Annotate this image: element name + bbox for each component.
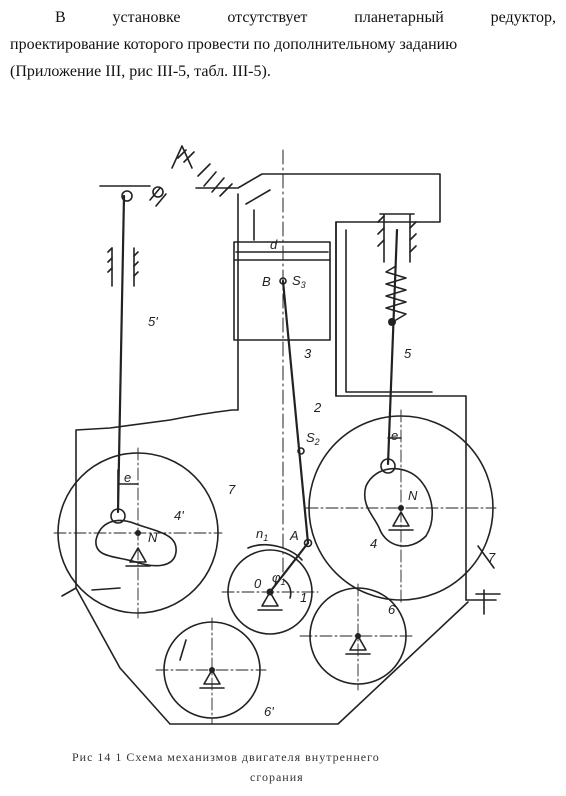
cam-follower-left — [110, 508, 126, 524]
housing-inner — [253, 209, 433, 397]
connecting-rod — [281, 279, 310, 545]
label-phi: φ1 — [272, 570, 286, 587]
crank — [268, 541, 310, 594]
center-dots — [135, 318, 404, 673]
housing-frame — [75, 173, 469, 725]
word: В — [55, 9, 66, 26]
label-4: 4 — [370, 536, 377, 551]
leader-7-right — [477, 545, 495, 569]
figure-caption-line1: Рис 14 1 Схема механизмов двигателя внут… — [72, 750, 380, 764]
valve-guide-left-hatch — [107, 247, 139, 277]
offset-e-left — [117, 469, 139, 501]
label-n1: n1 — [256, 526, 268, 543]
word: редуктор, — [490, 9, 556, 26]
label-6: 6 — [388, 602, 396, 617]
phi-arc — [283, 579, 292, 599]
cam-right — [363, 467, 434, 547]
text-line-1: В установке отсутствует планетарный реду… — [10, 4, 556, 31]
label-e-right: e — [391, 428, 398, 443]
label-3: 3 — [304, 346, 312, 361]
word: планетарный — [354, 9, 444, 26]
piston — [233, 241, 331, 341]
label-2: 2 — [313, 400, 322, 415]
pin-A — [303, 538, 313, 548]
side-arm-right — [465, 589, 501, 615]
label-7-right: 7 — [488, 550, 496, 565]
label-5-prime: 5' — [148, 314, 158, 329]
label-N-right: N — [408, 488, 418, 503]
label-d: d — [270, 237, 278, 252]
valve-rod-left — [116, 194, 126, 514]
text-line-2: проектирование которого провести по допо… — [10, 36, 458, 53]
label-6-prime: 6' — [264, 704, 274, 719]
word: отсутствует — [227, 9, 308, 26]
rotation-arrow — [247, 544, 303, 561]
label-1: 1 — [300, 590, 307, 605]
text-paragraph: В установке отсутствует планетарный реду… — [10, 4, 556, 85]
label-e-left: e — [124, 470, 131, 485]
point-S2 — [297, 447, 305, 455]
label-O: 0 — [254, 576, 262, 591]
centerlines — [53, 409, 497, 725]
pivot-mid — [152, 186, 164, 198]
pivot-left — [121, 190, 133, 202]
top-support-hatch — [149, 145, 233, 207]
text-line-3: (Приложение III, рис III-5, табл. III-5)… — [10, 63, 271, 80]
label-S2: S2 — [306, 430, 320, 447]
label-B: B — [262, 274, 271, 289]
word: установке — [112, 9, 181, 26]
label-N-left: N — [148, 530, 158, 545]
label-5: 5 — [404, 346, 412, 361]
side-arm-left — [61, 587, 121, 597]
figure-caption-line2: сгорания — [250, 770, 304, 784]
valve-rod-right — [386, 228, 399, 466]
label-4-prime: 4' — [174, 508, 184, 523]
arrow-gear-6prime — [179, 639, 187, 661]
valve-guide-left — [111, 247, 135, 287]
ground-supports — [125, 511, 414, 689]
valve-guide-right — [379, 213, 415, 263]
pin-B — [279, 277, 287, 285]
label-S3: S3 — [292, 273, 306, 290]
valve-guide-right-hatch — [377, 215, 417, 253]
label-A: A — [289, 528, 299, 543]
cam-left — [95, 519, 177, 567]
label-7-left: 7 — [228, 482, 236, 497]
cam-follower-right — [380, 458, 396, 474]
